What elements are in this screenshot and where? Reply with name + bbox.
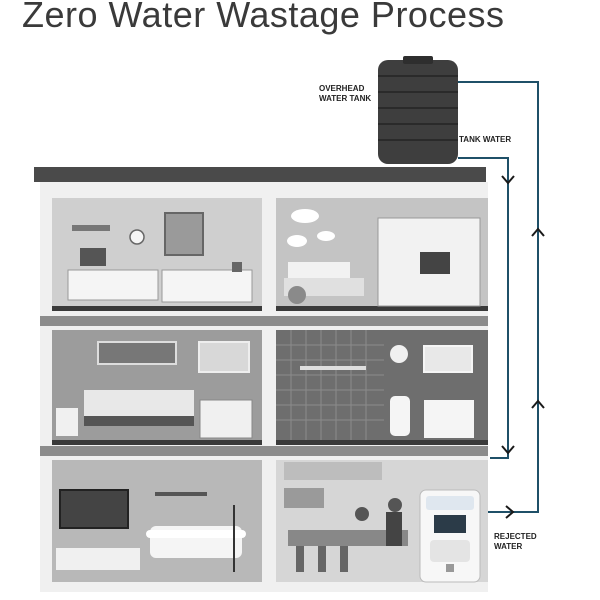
tank-label: OVERHEAD WATER TANK: [319, 84, 371, 104]
floor-slab-2: [40, 446, 488, 456]
rejected-label-line1: REJECTED: [494, 532, 537, 541]
partition-wall: [262, 182, 276, 592]
arrow-right-rejected: [505, 505, 515, 519]
arrow-up-top: [531, 227, 545, 237]
tank-label-line2: WATER TANK: [319, 94, 372, 103]
page-title: Zero Water Wastage Process: [22, 0, 505, 35]
water-purifier: [419, 489, 481, 583]
arrow-up-bottom: [531, 399, 545, 409]
rejected-label-line2: WATER: [494, 542, 523, 551]
arrow-down-top: [501, 175, 515, 185]
roof-slab: [34, 167, 486, 182]
room-bathroom: [276, 330, 488, 445]
room-study: [52, 198, 262, 311]
rejected-water-label: REJECTED WATER: [494, 532, 537, 552]
tank-water-supply-pipe: [458, 157, 509, 459]
tank-water-label: TANK WATER: [459, 135, 512, 144]
flow-arrows: [501, 175, 545, 519]
room-bedroom: [52, 330, 262, 445]
room-kids: [276, 198, 488, 311]
tank-label-line1: OVERHEAD: [319, 84, 365, 93]
room-living: [52, 460, 262, 582]
floor-slab-1: [40, 316, 488, 326]
overhead-tank: [378, 56, 458, 164]
arrow-down-bottom: [501, 445, 515, 455]
